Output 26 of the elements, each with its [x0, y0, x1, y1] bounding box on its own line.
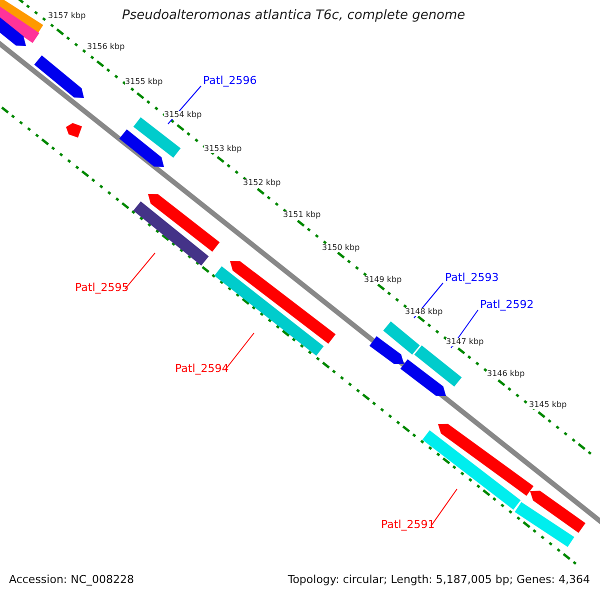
map-title: Pseudoalteromonas atlantica T6c, complete genome: [122, 9, 466, 22]
gene-label: Patl_2592: [480, 299, 534, 310]
gene-bar: [422, 430, 521, 510]
gene-label: Patl_2595: [75, 282, 129, 293]
topology-note: Topology: circular; Length: 5,187,005 bp; Genes: 4,364: [288, 574, 590, 585]
tick-label: 3153 kbp: [204, 145, 242, 153]
gene-label: Patl_2594: [175, 363, 229, 374]
accession-note: Accession: NC_008228: [9, 574, 134, 585]
tick-label: 3149 kbp: [364, 276, 402, 284]
gene-bar: [383, 321, 420, 355]
tick-label: 3157 kbp: [48, 12, 86, 20]
gene-bar: [414, 345, 462, 387]
tick-label: 3152 kbp: [243, 179, 281, 187]
tick-label: 3156 kbp: [87, 43, 125, 51]
gene-label: Patl_2591: [381, 519, 435, 530]
leader-line: [124, 252, 156, 290]
gene-bar: [133, 201, 209, 266]
tick-label: 3147 kbp: [446, 338, 484, 346]
gene-label: Patl_2593: [445, 272, 499, 283]
tick-label: 3151 kbp: [283, 211, 321, 219]
leader-line: [224, 332, 254, 370]
leader-line: [430, 488, 458, 526]
gene-label: Patl_2596: [203, 75, 257, 86]
gene-bar: [214, 266, 324, 356]
gene-bar: [133, 117, 181, 158]
tick-label: 3154 kbp: [164, 111, 202, 119]
